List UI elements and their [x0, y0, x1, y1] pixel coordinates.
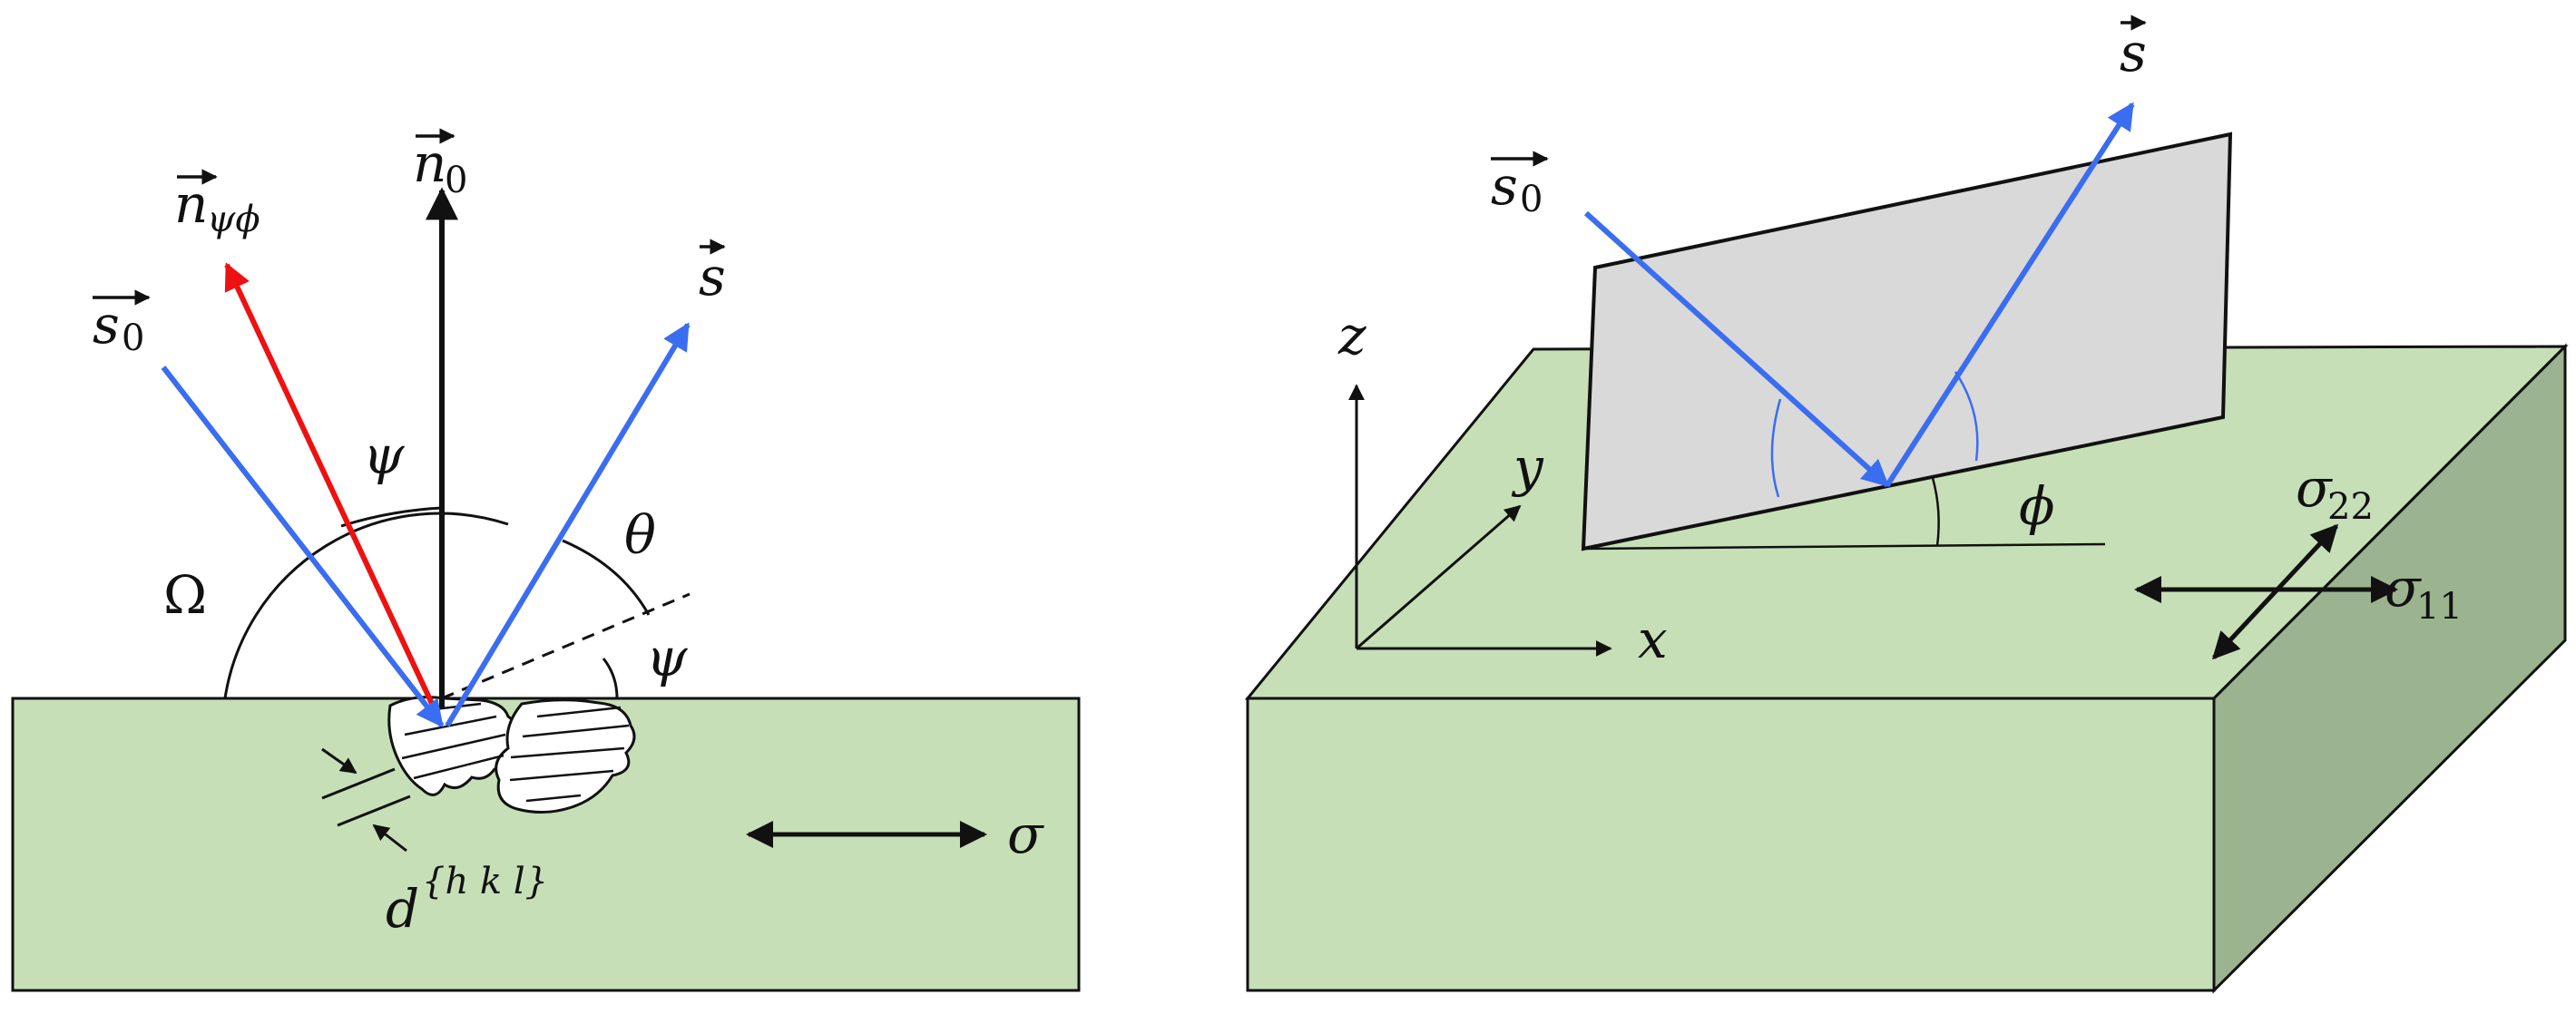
d-spacing-indicator [321, 747, 411, 853]
left-panel: n 0 n ψϕ s 0 s ψ θ Ω ψ σ d {h k l} [11, 128, 1081, 992]
s0-beam [1583, 210, 1890, 488]
sigma22-arrow [2211, 523, 2339, 660]
label-omega: Ω [163, 564, 207, 626]
svg-text:s: s [2120, 22, 2147, 83]
svg-text:σ: σ [2385, 557, 2422, 619]
svg-text:{h k l}: {h k l} [422, 861, 548, 902]
exit-arc [1954, 371, 1979, 462]
diffraction-plane [1581, 132, 2233, 551]
svg-text:0: 0 [1520, 179, 1543, 220]
incidence-arc [1770, 398, 1782, 498]
label-s: s [699, 239, 726, 307]
label-d-hkl: d {h k l} [386, 861, 548, 940]
grain-cluster [387, 696, 636, 814]
label-theta: θ [624, 504, 656, 566]
psi-right-arc [602, 658, 619, 699]
label-sigma22: σ 22 [2296, 457, 2374, 528]
label-s0-right: s 0 [1491, 151, 1549, 220]
label-n0: n 0 [413, 128, 467, 201]
svg-text:22: 22 [2327, 486, 2374, 528]
s0-vector [161, 366, 445, 728]
svg-text:n: n [413, 132, 446, 194]
s-vector [445, 322, 691, 727]
label-sigma: σ [1007, 804, 1044, 865]
svg-text:s: s [93, 294, 120, 356]
svg-text:σ: σ [2296, 457, 2333, 519]
s-beam [1885, 102, 2135, 487]
right-panel: s 0 s z y x ϕ σ 22 σ 11 [1244, 15, 2569, 994]
omega-arc [223, 512, 509, 699]
svg-text:0: 0 [122, 317, 144, 359]
coordinate-axes [1348, 384, 1612, 657]
label-sigma11: σ 11 [2385, 557, 2463, 628]
label-psi-top: ψ [363, 424, 405, 486]
label-y: y [1511, 436, 1544, 498]
theta-arc [562, 539, 651, 616]
lattice-plane-line [441, 592, 691, 700]
phi-arc [1931, 477, 1940, 547]
psi-top-arc [340, 506, 443, 528]
label-s0: s 0 [93, 289, 151, 359]
svg-text:0: 0 [445, 160, 467, 201]
label-x: x [1638, 609, 1668, 670]
svg-text:d: d [386, 878, 419, 940]
label-npsiphi: n ψϕ [174, 169, 260, 240]
svg-text:s: s [1491, 155, 1518, 217]
svg-text:ψϕ: ψϕ [207, 199, 260, 240]
svg-text:n: n [174, 173, 208, 235]
block-front-face [1246, 697, 2216, 992]
label-s-right: s [2120, 15, 2147, 83]
svg-text:11: 11 [2416, 586, 2463, 628]
svg-text:s: s [699, 246, 726, 307]
y-axis [1356, 504, 1522, 650]
phi-reference-line [1582, 542, 2106, 551]
label-z: z [1337, 305, 1366, 366]
label-phi: ϕ [2019, 475, 2055, 537]
npsiphi-vector [224, 262, 436, 709]
label-psi-right: ψ [646, 627, 688, 688]
